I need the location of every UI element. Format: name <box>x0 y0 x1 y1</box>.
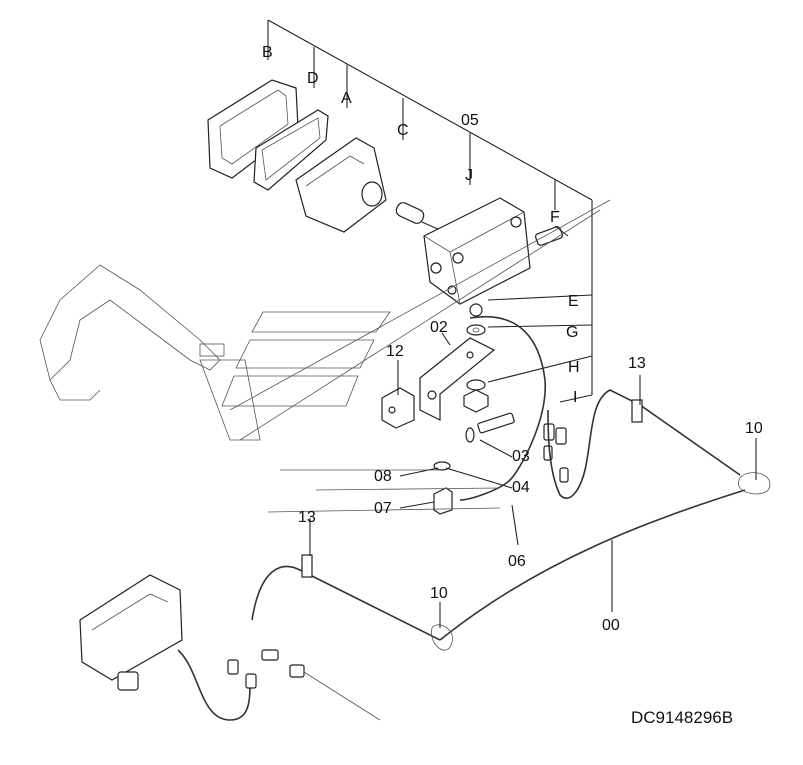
leader-lines <box>309 332 757 628</box>
lamp-reference-bracket <box>267 19 593 403</box>
callout-f: F <box>550 209 560 226</box>
wire-harness <box>251 315 771 651</box>
lamp-gasket-part <box>253 109 329 191</box>
callout-02: 02 <box>430 319 448 336</box>
callout-06: 06 <box>508 553 526 570</box>
callout-00: 00 <box>602 617 620 634</box>
bulb-part <box>395 202 441 231</box>
callout-labels: B D A C 05 J F E G H I 02 12 13 13 10 10… <box>262 44 763 634</box>
callout-03: 03 <box>512 448 530 465</box>
callout-b: B <box>262 44 273 61</box>
callout-08: 08 <box>374 468 392 485</box>
work-lamp-assembly <box>79 574 381 721</box>
washer-parts <box>463 303 489 413</box>
callout-j: J <box>465 167 473 184</box>
callout-e: E <box>568 293 579 310</box>
callout-04: 04 <box>512 479 530 496</box>
backhoe-silhouette <box>39 264 261 441</box>
callout-07: 07 <box>374 500 392 517</box>
callout-12: 12 <box>386 343 404 360</box>
callout-05: 05 <box>461 112 479 129</box>
callout-10-lower: 10 <box>430 585 448 602</box>
callout-a: A <box>341 90 352 107</box>
decorative-stripes <box>221 199 611 513</box>
lamp-body-part <box>423 197 531 305</box>
lamp-housing-part <box>295 137 387 233</box>
bracket-part <box>419 337 496 421</box>
mount-block-part <box>381 387 415 429</box>
callout-d: D <box>307 70 319 87</box>
screw-f-part <box>534 225 569 246</box>
fasteners-parts <box>433 412 515 515</box>
callout-c: C <box>397 122 409 139</box>
callout-10-right: 10 <box>745 420 763 437</box>
callout-h: H <box>568 359 580 376</box>
callout-13-lower: 13 <box>298 509 316 526</box>
callout-g: G <box>566 324 578 341</box>
drawing-code: DC9148296B <box>631 708 733 727</box>
callout-13-upper: 13 <box>628 355 646 372</box>
callout-i: I <box>573 389 577 406</box>
